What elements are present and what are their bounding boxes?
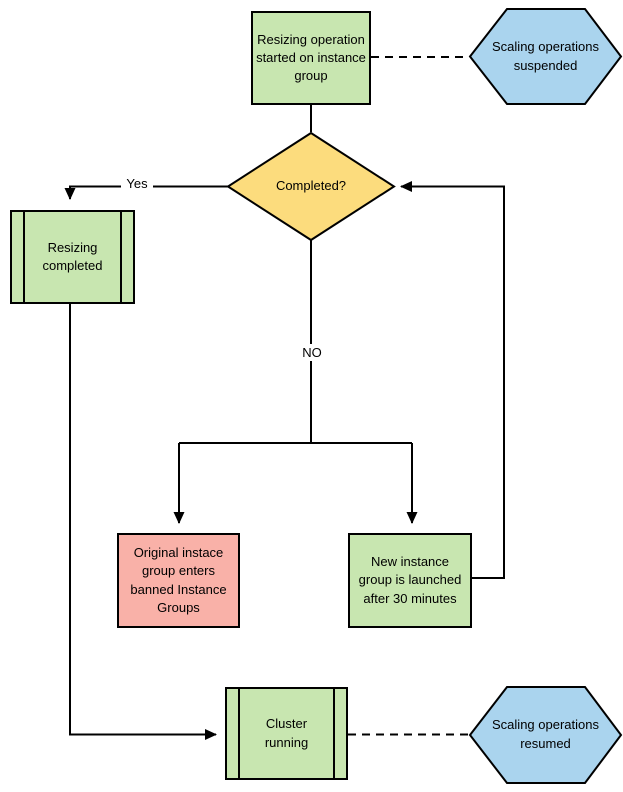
hexagon-suspended-label: Scaling operations suspended xyxy=(492,39,599,73)
node-resizing-completed: Resizing completed xyxy=(10,210,135,304)
edge-decision-yes xyxy=(64,185,228,200)
node-label: Resizing operation started on instance g… xyxy=(256,31,366,84)
node-label: New instance group is launched after 30 … xyxy=(358,554,462,606)
predefined-process-bar-right xyxy=(333,689,335,778)
hexagon-resumed-label: Scaling operations resumed xyxy=(492,717,599,751)
node-new-instance-group: New instance group is launched after 30 … xyxy=(348,533,472,628)
edge-label-yes: Yes xyxy=(121,175,153,192)
predefined-process-bar-right xyxy=(120,212,122,302)
node-resizing-start: Resizing operation started on instance g… xyxy=(251,11,371,105)
node-cluster-running: Cluster running xyxy=(225,687,348,780)
node-scaling-resumed xyxy=(468,686,623,784)
node-label: Cluster running xyxy=(264,716,309,750)
edge-resizing-completed-to-cluster xyxy=(69,304,217,740)
node-label: Original instace group enters banned Ins… xyxy=(130,545,227,615)
edge-label-no: NO xyxy=(296,344,328,361)
node-label: Resizing completed xyxy=(42,239,103,273)
predefined-process-bar-left xyxy=(23,212,25,302)
node-banned-instance-groups: Original instace group enters banned Ins… xyxy=(117,533,240,628)
edge-new-group-to-decision xyxy=(400,181,505,579)
node-decision-completed xyxy=(226,131,396,242)
decision-label: Completed? xyxy=(275,178,347,194)
node-scaling-suspended xyxy=(468,8,623,105)
predefined-process-bar-left xyxy=(238,689,240,778)
